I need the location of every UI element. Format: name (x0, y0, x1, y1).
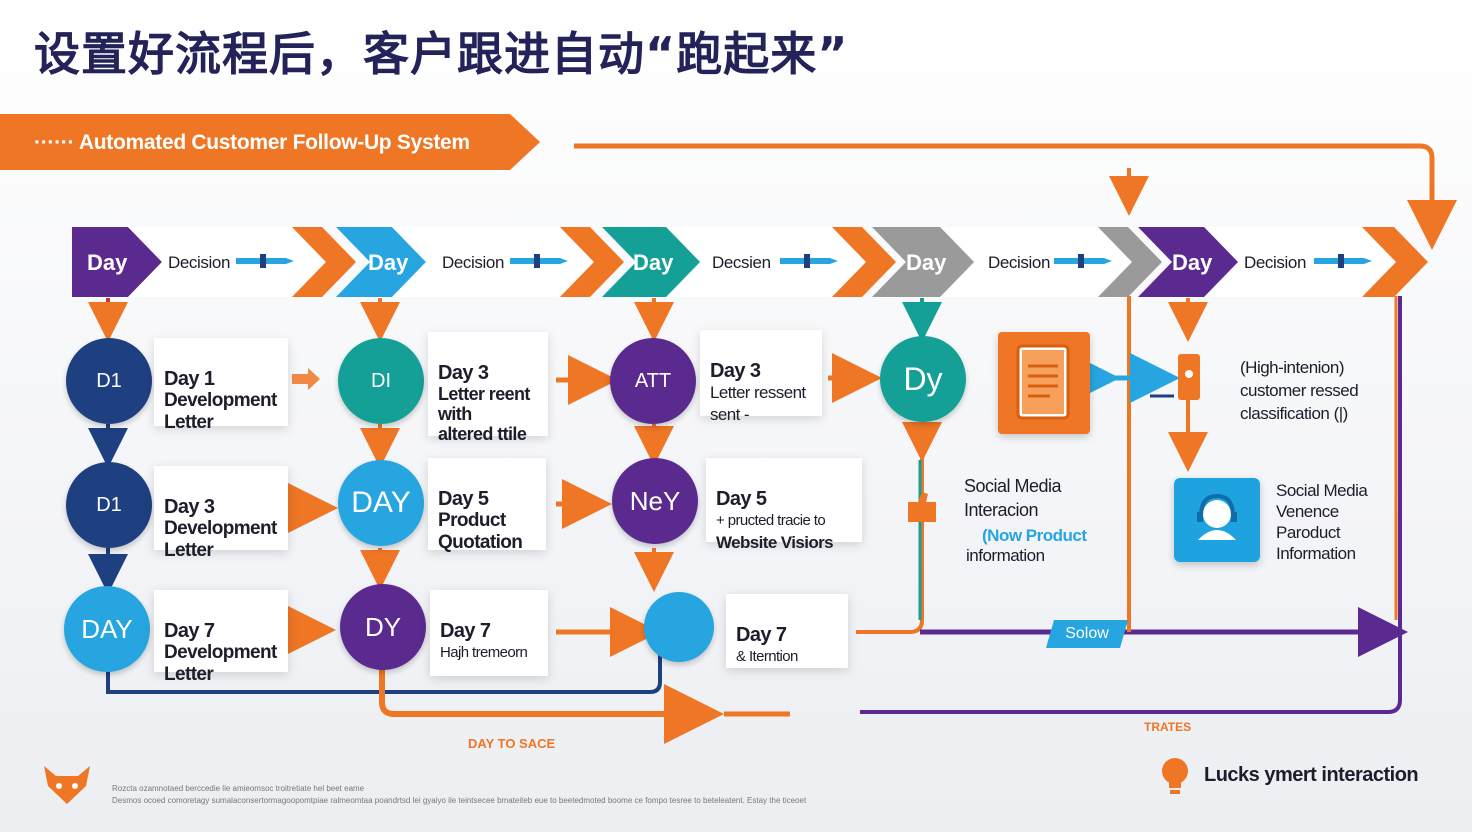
chevron-day-label: Day (368, 250, 409, 275)
day-circle: DAY (64, 586, 150, 672)
fox-logo-icon (44, 766, 90, 804)
day-circle: DAY (338, 460, 424, 546)
pen-icon (1314, 254, 1372, 268)
social-media-tile (1174, 478, 1260, 562)
tag-dot (1185, 370, 1193, 378)
pen-icon (236, 254, 294, 268)
chevron-decision-label: Decision (442, 253, 504, 272)
footnote-line-2: Desmos ocoed comoretagy sumalaconsertorm… (112, 796, 807, 805)
banner-title: ······ Automated Customer Follow-Up Syst… (34, 131, 470, 154)
lightbulb-icon (1162, 758, 1188, 794)
day-circle: D1 (66, 462, 152, 548)
social-media-sub: (Now Product (982, 526, 1087, 545)
support-agent-icon (1197, 493, 1237, 540)
pen-icon (1054, 254, 1112, 268)
bottom-right-caption: Lucks ymert interaction (1204, 764, 1419, 786)
high-intention-text: (High-intenion) customer ressed classifi… (1240, 358, 1359, 423)
document-tile (998, 332, 1090, 434)
thumb-icon (908, 492, 936, 522)
tag-marker (1178, 354, 1200, 400)
trates-label: TRATES (1144, 720, 1192, 734)
chevron-day-label: Day (633, 250, 674, 275)
day-to-sace-label: DAY TO SACE (468, 736, 556, 751)
day-circle: ATT (610, 338, 696, 424)
chevron-day-label: Day (87, 250, 128, 275)
social-media-title: Social Media Interacion (964, 476, 1062, 520)
chevron-day-label: Day (1172, 250, 1213, 275)
day-circle: NeY (612, 458, 698, 544)
document-icon (1016, 344, 1070, 420)
chevron-decision-label: Decision (168, 253, 230, 272)
header-banner (0, 114, 540, 170)
chevron-decision-label: Decsien (712, 253, 771, 272)
hand-icon (292, 368, 320, 390)
chevron-decision-label: Decision (988, 253, 1050, 272)
chevron-decision-label: Decision (1244, 253, 1306, 272)
pen-icon (780, 254, 838, 268)
social-media-2-text: Social Media Venence Paroduct Informatio… (1276, 481, 1368, 563)
page-title: 设置好流程后，客户跟进自动“跑起来” (34, 27, 849, 81)
day-circle: Dy (880, 336, 966, 422)
day-circle: DY (340, 584, 426, 670)
solow-badge: Solow (1046, 620, 1128, 648)
footnote-line-1: Rozcta ozamnotaed berccedie lie amieomso… (112, 784, 365, 793)
day-circle (644, 592, 714, 662)
chevron-day-label: Day (906, 250, 947, 275)
day-circle: DI (338, 338, 424, 424)
pen-icon (510, 254, 568, 268)
step-card: Day 7& Iterntion (726, 594, 848, 668)
social-media-sub2: information (966, 546, 1045, 565)
day-circle: D1 (66, 338, 152, 424)
